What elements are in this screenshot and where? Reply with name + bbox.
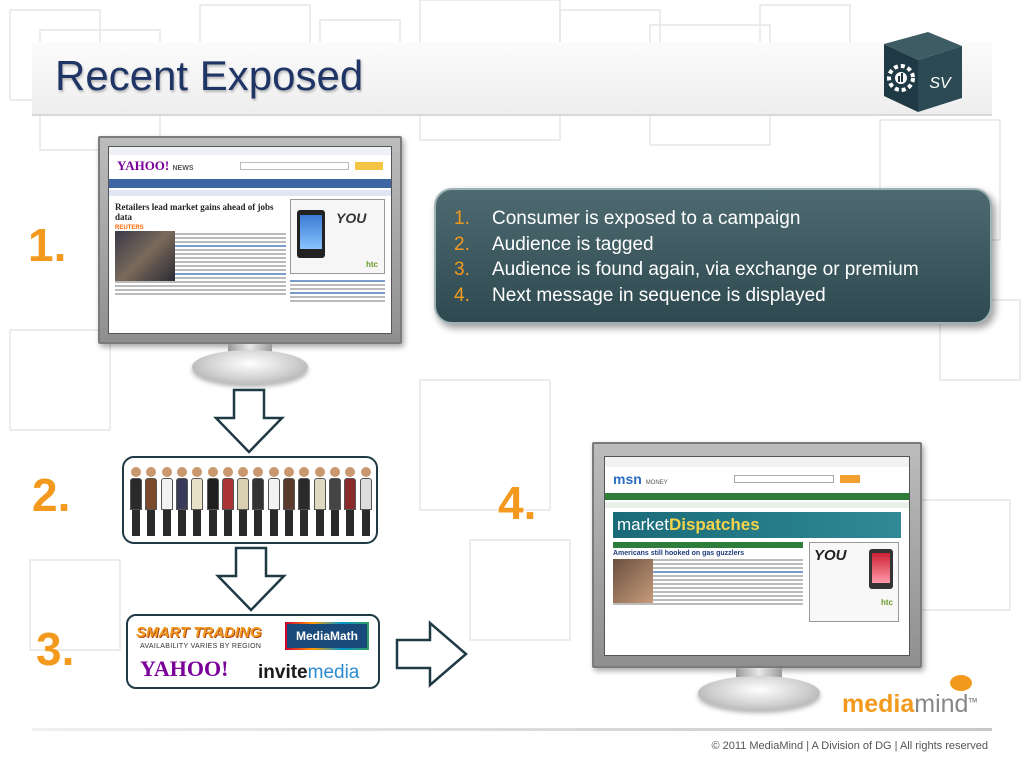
person-figure	[344, 467, 357, 536]
exchanges-box: SMART TRADING AVAILABILITY VARIES BY REG…	[126, 614, 380, 689]
person-figure	[130, 467, 142, 536]
site-search-input[interactable]	[239, 162, 349, 170]
site-logo: YAHOO! NEWS	[117, 158, 194, 173]
person-figure	[206, 467, 219, 536]
smart-trading-logo: SMART TRADING	[136, 624, 262, 641]
monitor-1-screen: YAHOO! NEWS Retailers lead market gains …	[108, 146, 392, 334]
feature-photo	[613, 559, 653, 603]
step-item: 2.Audience is tagged	[454, 233, 654, 255]
step-item: 3.Audience is found again, via exchange …	[454, 259, 919, 280]
phone-image	[297, 210, 325, 258]
down-arrow-icon	[215, 546, 287, 612]
person-figure	[145, 467, 158, 536]
site-header: YAHOO! NEWS	[109, 155, 391, 177]
steps-list: 1.Consumer is exposed to a campaign 2.Au…	[454, 206, 976, 308]
person-figure	[283, 467, 295, 536]
person-figure	[160, 467, 173, 536]
feature-headline[interactable]: Americans still hooked on gas guzzlers	[613, 550, 745, 557]
person-figure	[298, 467, 311, 536]
mediamind-logo: mediamindTM	[842, 690, 978, 718]
mediamind-bubble-icon	[950, 675, 972, 691]
logo-text: SV	[929, 75, 952, 92]
banner-ad[interactable]: YOU htc	[290, 199, 385, 274]
site-search-button[interactable]	[839, 475, 860, 483]
sidebar: YOU htc	[290, 199, 385, 304]
monitor-2-base	[698, 676, 820, 710]
article: Retailers lead market gains ahead of job…	[115, 199, 286, 304]
down-arrow-icon	[213, 388, 285, 454]
step-number-4: 4.	[498, 477, 537, 529]
person-figure	[328, 467, 341, 536]
ad-headline: YOU	[814, 547, 847, 564]
audience-group-image	[122, 456, 378, 544]
browser-top-bar	[109, 147, 391, 155]
site-header: msn MONEY	[605, 467, 909, 491]
mediamath-logo: MediaMath	[285, 622, 369, 650]
footer-copyright: © 2011 MediaMind | A Division of DG | Al…	[711, 740, 988, 752]
step-number-3: 3.	[36, 623, 75, 675]
step-item: 1.Consumer is exposed to a campaign	[454, 208, 801, 229]
site-nav[interactable]	[109, 179, 391, 188]
monitor-2: msn MONEY marketDispatches Americans sti…	[592, 442, 922, 668]
right-arrow-icon	[395, 620, 468, 688]
yahoo-logo: YAHOO!	[140, 656, 229, 681]
invitemedia-logo: invitemedia	[258, 662, 360, 683]
featured-post: Americans still hooked on gas guzzlers	[613, 542, 803, 622]
step-item: 4.Next message in sequence is displayed	[454, 284, 826, 306]
site-subnav[interactable]	[605, 502, 909, 508]
step-number-2: 2.	[32, 469, 71, 521]
person-figure	[252, 467, 265, 536]
article-headline[interactable]: Retailers lead market gains ahead of job…	[115, 202, 274, 222]
banner-ad[interactable]: YOU htc	[809, 542, 899, 622]
person-figure	[191, 467, 204, 536]
browser-top-bar	[605, 457, 909, 467]
market-dispatches-banner[interactable]: marketDispatches	[613, 512, 901, 538]
site-logo: msn MONEY	[613, 471, 668, 487]
monitor-1: YAHOO! NEWS Retailers lead market gains …	[98, 136, 402, 344]
article-source: REUTERS	[115, 225, 144, 231]
phone-image	[869, 549, 893, 589]
person-figure	[237, 467, 250, 536]
site-subnav[interactable]	[109, 190, 391, 196]
site-nav[interactable]	[605, 493, 909, 500]
steps-callout: 1.Consumer is exposed to a campaign 2.Au…	[434, 188, 992, 324]
step-number-1: 1.	[28, 219, 67, 271]
slide-title: Recent Exposed	[55, 52, 364, 99]
availability-note: AVAILABILITY VARIES BY REGION	[140, 643, 262, 650]
footer-divider	[32, 728, 992, 731]
person-figure	[267, 467, 280, 536]
monitor-1-base	[192, 350, 308, 384]
monitor-2-screen: msn MONEY marketDispatches Americans sti…	[604, 456, 910, 656]
site-search-input[interactable]	[733, 475, 834, 483]
gear-cube-icon: SV	[884, 32, 962, 112]
site-search-button[interactable]	[355, 162, 383, 170]
title-bar	[32, 42, 992, 116]
person-figure	[221, 467, 234, 536]
person-figure	[359, 467, 372, 536]
ad-brand: htc	[366, 260, 378, 269]
person-figure	[313, 467, 326, 536]
article-photo	[115, 231, 175, 281]
ad-headline: YOU	[336, 210, 367, 226]
person-figure	[175, 467, 188, 536]
ad-brand: htc	[881, 598, 893, 607]
